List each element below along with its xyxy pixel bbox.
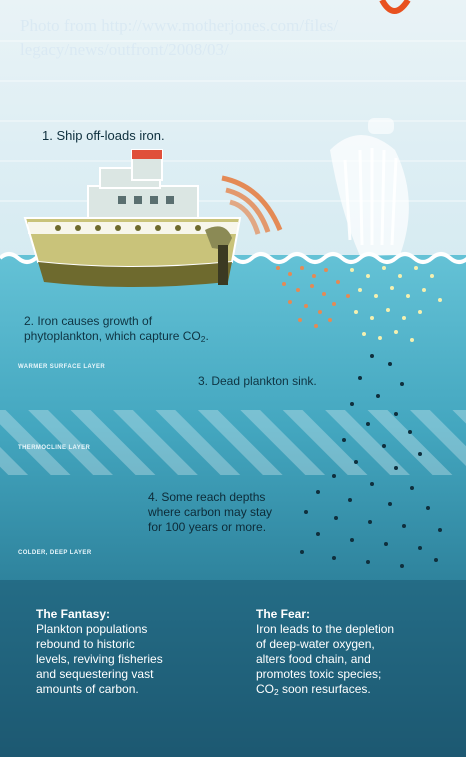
sinking-dots xyxy=(300,354,442,568)
step-4-line2: where carbon may stay xyxy=(148,505,273,519)
layer-label-thermocline: THERMOCLINE LAYER xyxy=(18,445,91,451)
step-2-line1: 2. Iron causes growth of xyxy=(24,314,153,328)
fear-last-line: CO2 soon resurfaces. xyxy=(256,682,461,700)
logo-mark xyxy=(379,0,411,14)
layer-label-colder: COLDER, DEEP LAYER xyxy=(18,550,92,556)
step-4-line1: 4. Some reach depths xyxy=(148,490,266,504)
fantasy-line: levels, reviving fisheries xyxy=(36,652,163,666)
photo-credit-line2: legacy/news/outfront/2008/03/ xyxy=(20,40,229,59)
splash-icon xyxy=(330,118,409,256)
thermocline-stripes xyxy=(0,410,466,475)
fantasy-block: The Fantasy: Plankton populations reboun… xyxy=(36,607,226,697)
step-2-line2-text: phytoplankton, which capture CO xyxy=(24,329,201,343)
fear-last-pre: CO xyxy=(256,682,274,696)
layer-label-warmer: WARMER SURFACE LAYER xyxy=(18,364,106,370)
fear-last-post: soon resurfaces. xyxy=(278,682,371,696)
step-2-subscript: 2 xyxy=(200,334,206,345)
ship-icon xyxy=(23,149,242,287)
step-3-label: 3. Dead plankton sink. xyxy=(198,374,317,388)
photo-credit-line1: Photo from http://www.motherjones.com/fi… xyxy=(20,16,339,35)
fear-block: The Fear: Iron leads to the depletion of… xyxy=(256,607,461,700)
step-2-period: . xyxy=(205,329,209,343)
bottom-panel xyxy=(0,580,466,757)
photo-credit: Photo from http://www.motherjones.com/fi… xyxy=(20,14,440,62)
fear-line: of deep-water oxygen, xyxy=(256,637,375,651)
fear-last-subscript: 2 xyxy=(274,687,279,698)
step-1-label: 1. Ship off-loads iron. xyxy=(42,128,165,143)
step-4-label: 4. Some reach depths where carbon may st… xyxy=(148,490,272,535)
fantasy-line: amounts of carbon. xyxy=(36,682,139,696)
fear-line: promotes toxic species; xyxy=(256,667,382,681)
fear-title: The Fear: xyxy=(256,607,311,621)
fear-line: alters food chain, and xyxy=(256,652,371,666)
plankton-dots-icon xyxy=(350,266,442,342)
fantasy-line: Plankton populations xyxy=(36,622,148,636)
iron-arc-icon xyxy=(221,175,283,235)
step-2-label: 2. Iron causes growth of phytoplankton, … xyxy=(24,314,209,347)
fantasy-title: The Fantasy: xyxy=(36,607,111,621)
step-2-line2: phytoplankton, which capture CO2. xyxy=(24,329,209,347)
fantasy-line: and sequestering vast xyxy=(36,667,154,681)
fear-line: Iron leads to the depletion xyxy=(256,622,395,636)
step-4-line3: for 100 years or more. xyxy=(148,520,267,534)
fantasy-line: rebound to historic xyxy=(36,637,135,651)
iron-dots xyxy=(276,266,350,328)
